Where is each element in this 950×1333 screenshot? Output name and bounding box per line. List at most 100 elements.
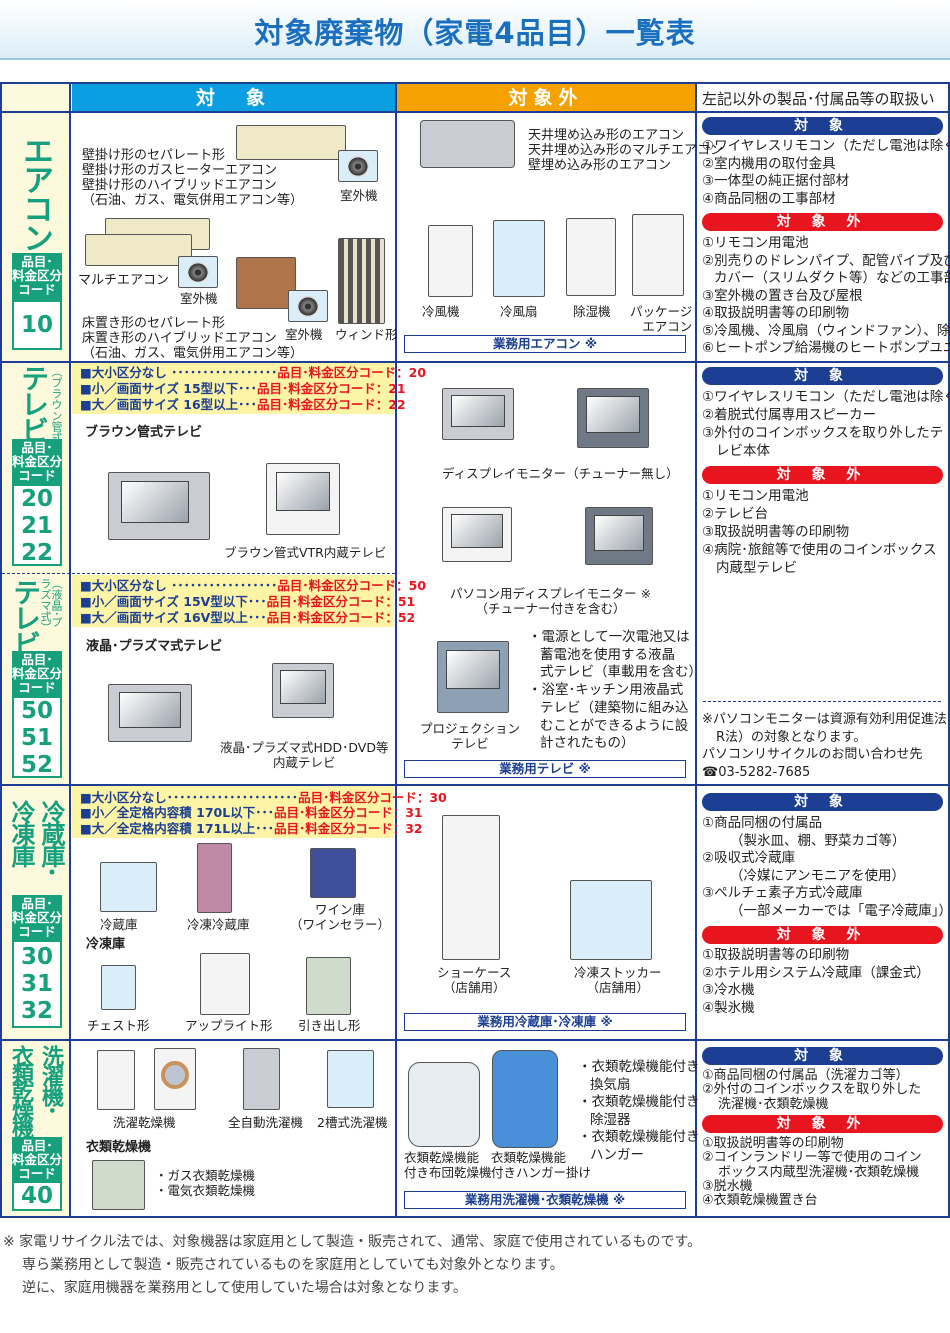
text: 天井埋め込み形のマルチエアコン (528, 143, 724, 158)
code-label-line: 料金区分 (12, 454, 63, 469)
divider (2, 111, 948, 113)
text: 除湿器 (590, 1111, 631, 1128)
list-item: レビ本体 (716, 443, 770, 459)
monitor-image (442, 388, 514, 440)
text: 液晶･プラズマ式HDD･DVD等 (220, 740, 389, 755)
text: ■小／画面サイズ 15V型以下･･･ (80, 594, 267, 609)
twin-tub-washer-image (327, 1050, 374, 1108)
code-label-line: 料金区分 (12, 1152, 63, 1167)
text: ■大小区分なし ･････････････････ (80, 365, 278, 380)
text: ・ガス衣類乾燥機 (155, 1168, 256, 1183)
code-label-line: 料金区分 (12, 910, 63, 925)
pill-nontarget: 対 象 外 (702, 926, 943, 944)
text: ・衣類乾燥機能付き (578, 1129, 700, 1146)
list-item: ②ホテル用システム冷蔵庫（課金式） (702, 964, 930, 981)
business-tv-box: 業務用テレビ ※ (404, 760, 686, 778)
aircon-floor-list: 床置き形のセパレート形床置き形のハイブリッドエアコン（石油、ガス、電気併用エアコ… (82, 316, 303, 361)
code-band (72, 786, 394, 838)
divider (2, 361, 948, 363)
list-item: ③ペルチェ素子方式冷蔵庫 (702, 885, 863, 902)
list-item: （製氷皿、棚、野菜カゴ等） (730, 832, 906, 849)
list-item: ①取扱説明書等の印刷物 (702, 1136, 844, 1151)
code-label-line: 料金区分 (12, 666, 63, 681)
fridge-others-target: ①商品同梱の付属品（製氷皿、棚、野菜カゴ等）②吸収式冷蔵庫（冷媒にアンモニアを使… (702, 815, 950, 921)
appliance-table (0, 82, 950, 1218)
spot-cooler-image (428, 225, 473, 297)
label: 引き出し形 (298, 1018, 361, 1033)
washer-others-target: ①商品同梱の付属品（洗濯カゴ等）②外付のコインボックスを取り外した洗濯機･衣類乾… (702, 1068, 921, 1112)
text: 内蔵テレビ (272, 755, 336, 770)
label: 全自動洗濯機 (228, 1115, 304, 1130)
label: 衣類乾燥機能付きハンガー掛け (491, 1150, 591, 1180)
text: R法）の対象となります。 (716, 729, 867, 745)
chest-freezer-image (101, 965, 136, 1010)
band-line: ■大／全定格内容積 171L以上･･･品目･料金区分コード：32 (80, 821, 423, 836)
list-item: ①取扱説明書等の印刷物 (702, 947, 850, 963)
tv-non-bullets: ・電源として一次電池又は蓄電池を使用する液晶式テレビ（車載用を含む）・浴室･キッ… (528, 629, 702, 753)
label: 冷凍冷蔵庫 (187, 917, 250, 932)
code-label-line: コード (18, 924, 56, 939)
code: 32 (20, 998, 53, 1024)
list-item: ⑥ヒートポンプ給湯機のヒートポンプユニット (702, 340, 950, 356)
label: ブラウン管式VTR内蔵テレビ (224, 545, 387, 560)
list-item: ③脱水機 (702, 1178, 753, 1194)
code-value: 40 (12, 1181, 62, 1211)
aircon-wall-list: 壁掛け形のセパレート形壁掛け形のガスヒーターエアコン壁掛け形のハイブリッドエアコ… (82, 148, 303, 208)
page-title: 対象廃棄物（家電4品目）一覧表 (254, 16, 696, 50)
label: 除湿機 (573, 304, 611, 319)
fridge-image (100, 862, 157, 912)
text: ■大／画面サイズ 16V型以上･･･ (80, 610, 267, 625)
label: パソコン用ディスプレイモニター ※（チューナー付きを含む） (450, 586, 651, 616)
heading: 冷凍庫 (86, 937, 126, 952)
text: 床置き形のハイブリッドエアコン (82, 331, 277, 346)
showcase-image (442, 815, 500, 960)
pc-monitor-image (585, 507, 653, 565)
text: 換気扇 (590, 1076, 631, 1093)
code-label-line: 品目･ (21, 440, 53, 455)
phone-number: ☎03-5282-7685 (702, 765, 811, 781)
text: ・衣類乾燥機能付き (578, 1059, 700, 1075)
text: 壁埋め込み形のエアコン (528, 158, 672, 173)
label: 冷風機 (422, 304, 460, 319)
divider (395, 84, 397, 1216)
label: 2槽式洗濯機 (317, 1115, 388, 1130)
list-item: ①商品同梱の付属品 (702, 815, 823, 831)
text: ■大／全定格内容積 171L以上･･･ (80, 821, 274, 836)
wall-aircon-image (236, 125, 346, 160)
code-label-line: コード (18, 468, 56, 483)
dryer-types: ・ガス衣類乾燥機・電気衣類乾燥機 (155, 1168, 255, 1198)
code: 22 (20, 540, 53, 566)
band-line: ■大／画面サイズ 16型以上･･･品目･料金区分コード：22 (80, 397, 406, 412)
drawer-freezer-image (306, 957, 351, 1015)
label: ワイン庫（ワインセラー） (290, 902, 390, 932)
band-line: ■大小区分なし･････････････････････品目･料金区分コード：3… (80, 790, 447, 805)
text: ※パソコンモニターは資源有効利用促進法（3 (702, 712, 950, 727)
list-item: ④製氷機 (702, 999, 755, 1016)
ceiling-list: 天井埋め込み形のエアコン天井埋め込み形のマルチエアコン壁埋め込み形のエアコン (528, 128, 723, 173)
projection-tv-image (437, 641, 509, 713)
code-label-line: コード (18, 282, 56, 297)
heading: 衣類乾燥機 (86, 1140, 152, 1155)
category-dryer: 衣類乾燥機 (8, 1045, 33, 1135)
pill-nontarget: 対 象 外 (702, 466, 943, 484)
pill-nontarget: 対 象 外 (702, 213, 943, 231)
text: テレビ (451, 736, 489, 751)
monitor-image (577, 388, 649, 448)
auto-washer-image (243, 1048, 280, 1110)
list-item: ④病院･旅館等で使用のコインボックス (702, 542, 937, 558)
fridge-freezer-image (197, 843, 232, 913)
text: パッケージ (630, 304, 693, 319)
text: （店舗用） (586, 980, 650, 995)
list-item: ⑤冷風機、冷風扇（ウィンドファン）、除湿機等 (702, 322, 950, 339)
pill-nontarget: 対 象 外 (702, 1115, 943, 1133)
code: 52 (20, 752, 53, 778)
label: 室外機 (180, 291, 218, 306)
text: 品目･料金区分コード：51 (266, 594, 416, 609)
list-item: ③一体型の純正据付部材 (702, 173, 850, 189)
label: 室外機 (340, 188, 378, 203)
footnote: 専ら業務用として製造・販売されているものを家庭用としていても対象外となります。 (22, 1257, 564, 1273)
text: 壁掛け形のガスヒーターエアコン (82, 163, 278, 178)
text: 衣類乾燥機能 (491, 1150, 567, 1165)
